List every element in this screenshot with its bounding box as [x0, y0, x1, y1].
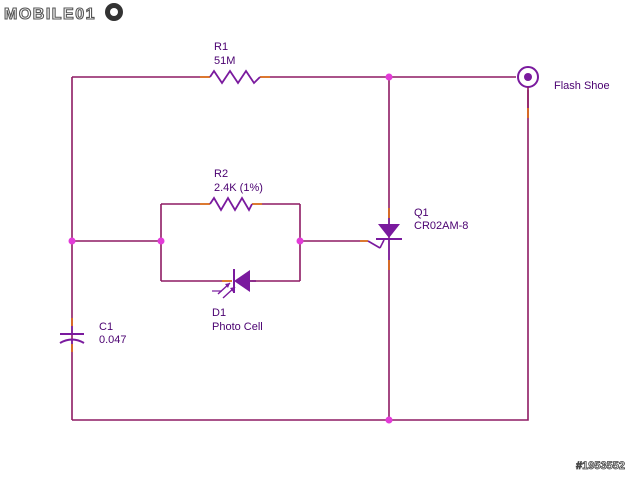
- capacitor-c1: C1 0.047: [59, 321, 127, 346]
- junction-dot: [296, 237, 304, 245]
- d1-ref: D1: [212, 307, 226, 319]
- c1-value: 0.047: [99, 334, 127, 346]
- junction-dot: [385, 416, 393, 424]
- r1-value: 51M: [214, 55, 235, 67]
- photodiode-d1: D1 Photo Cell: [212, 269, 263, 333]
- thyristor-icon: [367, 218, 402, 260]
- resistor-r1: R1 51M: [209, 41, 261, 85]
- c1-ref: C1: [99, 321, 113, 333]
- logo-text: MOBILE01: [4, 6, 96, 23]
- flash-shoe-label: Flash Shoe: [554, 80, 610, 92]
- r1-ref: R1: [214, 41, 228, 53]
- junction-dot: [157, 237, 165, 245]
- junction-dot: [385, 73, 393, 81]
- resistor-r2-icon: [209, 196, 253, 212]
- resistor-r2: R2 2.4K (1%): [209, 168, 263, 212]
- q1-value: CR02AM-8: [414, 220, 468, 232]
- flash-shoe-connector: Flash Shoe: [517, 66, 610, 108]
- post-id-watermark: #1953552: [576, 460, 626, 473]
- wires: [71, 76, 529, 421]
- post-id: #1953552: [576, 460, 625, 472]
- junction-nodes: [68, 73, 393, 424]
- resistor-r1-icon: [209, 69, 261, 85]
- photodiode-icon: [212, 269, 256, 299]
- r2-value: 2.4K (1%): [214, 182, 263, 194]
- wire-bottom: [72, 90, 529, 421]
- r2-ref: R2: [214, 168, 228, 180]
- thyristor-q1: Q1 CR02AM-8: [367, 207, 468, 260]
- mobile01-logo: MOBILE01: [2, 2, 126, 24]
- junction-dot: [68, 237, 76, 245]
- q1-ref: Q1: [414, 207, 429, 219]
- d1-value: Photo Cell: [212, 321, 263, 333]
